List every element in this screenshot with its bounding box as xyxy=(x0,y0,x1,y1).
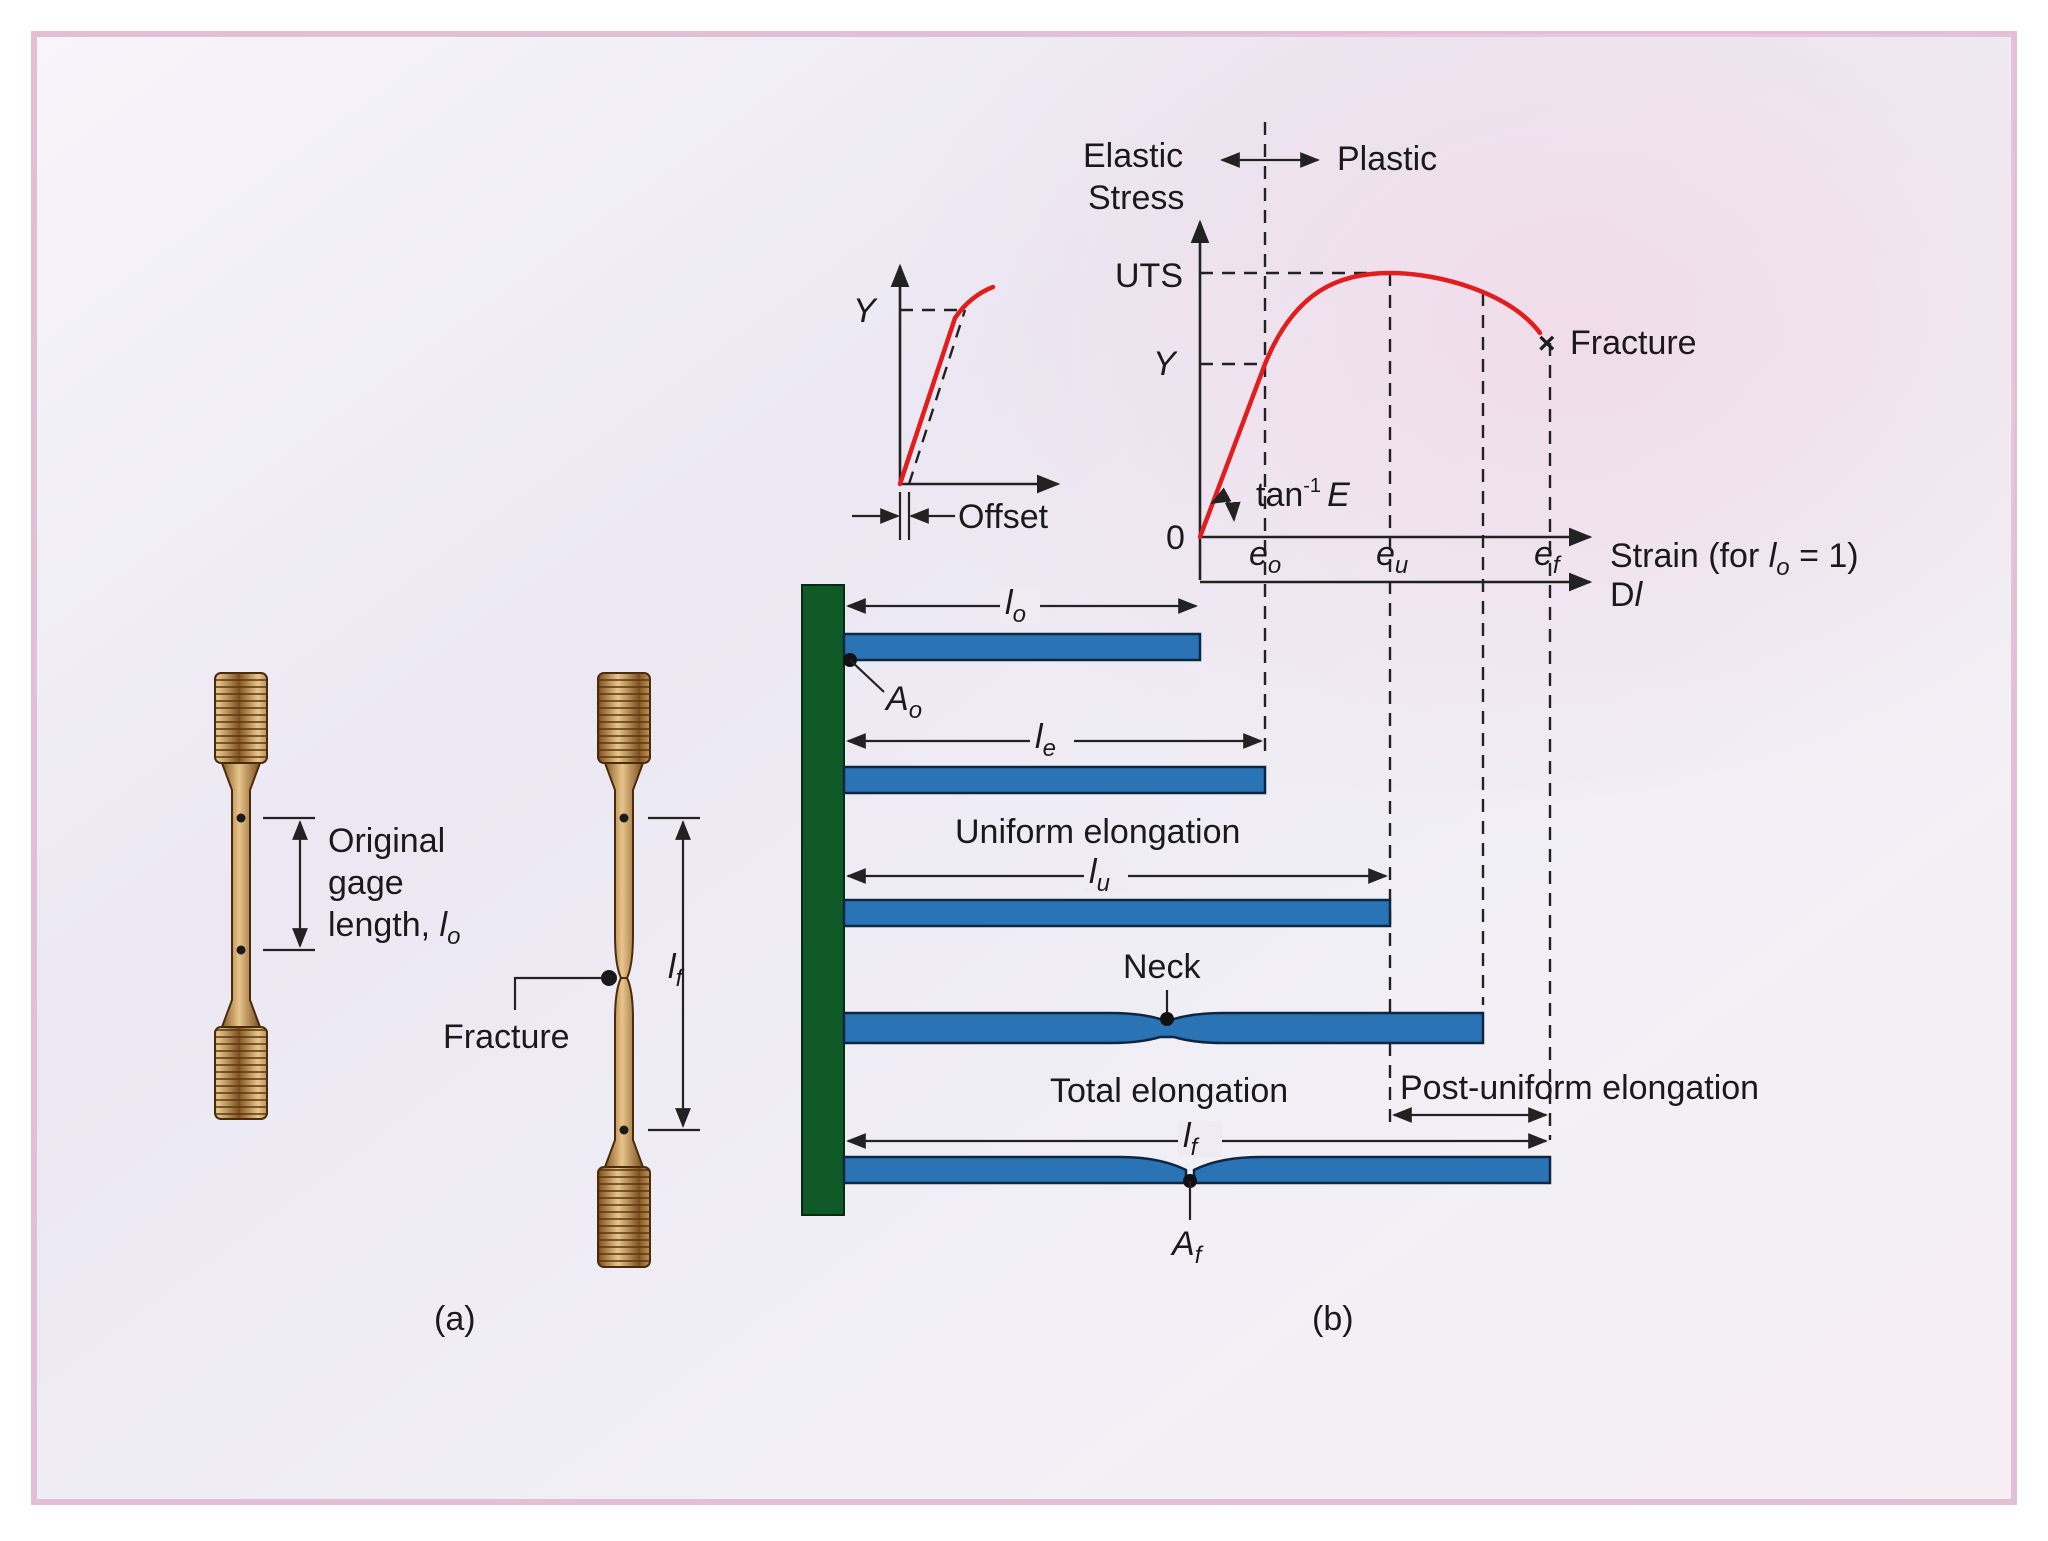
lf-label-b: lf xyxy=(1183,1117,1200,1161)
grip-wall xyxy=(801,584,845,1216)
caption-b: (b) xyxy=(1312,1300,1354,1338)
lo-label: lo xyxy=(1005,584,1026,628)
stress-strain-chart: × Fracture Elastic Stress Plastic UTS Y … xyxy=(1083,122,1859,1140)
strain-label: Strain (for lo = 1) xyxy=(1610,537,1859,581)
lf-label-bg xyxy=(1178,1121,1222,1157)
specimen-fractured-bottom-grip xyxy=(597,1166,651,1268)
total-elongation-label: Total elongation xyxy=(1050,1072,1288,1110)
plastic-label: Plastic xyxy=(1337,140,1437,178)
le-label: le xyxy=(1035,718,1056,762)
bar-fractured-right xyxy=(1192,1155,1552,1185)
fracture-marker: × xyxy=(1538,327,1556,360)
offset-inset: Y Offset xyxy=(852,263,1061,540)
lo-label-bg xyxy=(1000,588,1040,624)
inset-y-label: Y xyxy=(853,292,878,330)
origin-label: 0 xyxy=(1166,519,1185,557)
elastic-label: Elastic xyxy=(1083,137,1183,175)
lf-label-a: lf xyxy=(668,948,685,992)
caption-a: (a) xyxy=(434,1300,476,1338)
dl-label: Dl xyxy=(1610,576,1644,614)
ef-label: ef xyxy=(1534,535,1562,579)
stress-label: Stress xyxy=(1088,179,1184,217)
lu-label: lu xyxy=(1089,853,1110,897)
gage-length-dimension xyxy=(263,816,315,952)
lf-dimension xyxy=(648,816,700,1132)
fracture-point xyxy=(601,970,617,986)
bar-fractured-left xyxy=(842,1155,1188,1185)
fractured-gage-mark-top xyxy=(619,813,629,823)
gage-mark-bottom xyxy=(236,945,246,955)
inset-offset-label: Offset xyxy=(958,498,1049,536)
specimen-original xyxy=(214,672,268,1120)
le-label-bg xyxy=(1030,722,1074,758)
gage-label-line2: gage xyxy=(328,864,404,902)
uts-label: UTS xyxy=(1115,257,1183,295)
specimen-fractured-top-grip xyxy=(597,672,651,764)
stress-strain-curve xyxy=(1197,270,1543,540)
fracture-label-a: Fracture xyxy=(443,1018,570,1056)
eu-label: eu xyxy=(1376,535,1408,579)
eo-label: eo xyxy=(1249,535,1281,579)
specimen-original-bottom-grip xyxy=(214,1026,268,1120)
ao-label: Ao xyxy=(884,680,922,724)
slope-angle-arc xyxy=(1210,487,1241,522)
post-uniform-label: Post-uniform elongation xyxy=(1400,1069,1759,1107)
bar-uniform xyxy=(842,898,1392,928)
neck-point xyxy=(1160,1012,1174,1026)
inset-offset-line xyxy=(907,309,967,485)
bar-necking xyxy=(842,1011,1485,1045)
af-label: Af xyxy=(1170,1225,1204,1269)
gage-label-line1: Original xyxy=(328,822,445,860)
ao-leader xyxy=(849,659,885,693)
specimen-original-top-grip xyxy=(214,672,268,764)
neck-label: Neck xyxy=(1123,948,1201,986)
bar-original xyxy=(842,632,1202,662)
yield-label: Y xyxy=(1153,345,1178,383)
gage-label-line3: length, lo xyxy=(328,906,460,950)
lu-label-bg xyxy=(1084,857,1128,893)
inset-stress-strain-curve xyxy=(897,284,996,487)
fracture-leader xyxy=(513,976,601,1010)
specimen-fractured xyxy=(597,672,651,1268)
fractured-gage-mark-bottom xyxy=(619,1125,629,1135)
fracture-label-b: Fracture xyxy=(1570,324,1697,362)
gage-mark-top xyxy=(236,813,246,823)
uniform-elongation-label: Uniform elongation xyxy=(955,813,1240,851)
bar-elastic xyxy=(842,765,1267,795)
